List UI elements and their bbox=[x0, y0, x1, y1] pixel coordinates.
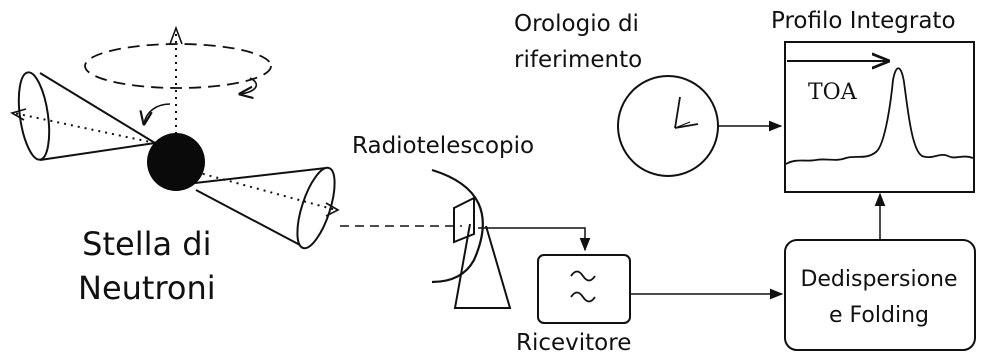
rotation-axis-arrowhead bbox=[169, 25, 183, 45]
dedispersion-label: Dedispersione e Folding bbox=[790, 262, 968, 334]
reference-clock bbox=[617, 75, 719, 177]
clock-label: Orologio di riferimento bbox=[514, 6, 642, 78]
rotation-path bbox=[84, 43, 272, 89]
radiotelescope-dish bbox=[431, 168, 512, 309]
clock-label-line1: Orologio di bbox=[514, 11, 639, 37]
rotation-arrow-right bbox=[240, 77, 258, 94]
toa-label: TOA bbox=[808, 80, 857, 105]
integrated-profile-box bbox=[784, 41, 975, 193]
left-radiation-cone bbox=[9, 71, 156, 161]
neutron-star-label-line2: Neutroni bbox=[78, 269, 216, 307]
neutron-star-label-line1: Stella di bbox=[82, 225, 212, 263]
neutron-star bbox=[147, 133, 205, 191]
profile-title: Profilo Integrato bbox=[771, 8, 956, 34]
clock-label-line2: riferimento bbox=[514, 47, 643, 73]
rotation-arrow-left bbox=[144, 103, 171, 124]
receiver-label: Ricevitore bbox=[516, 330, 632, 356]
right-radiation-cone bbox=[194, 166, 340, 250]
neutron-star-group bbox=[9, 25, 340, 250]
neutron-star-label: Stella di Neutroni bbox=[78, 222, 216, 310]
dedispersion-label-line2: e Folding bbox=[829, 303, 929, 328]
receiver-box bbox=[537, 254, 631, 324]
dedispersion-label-line1: Dedispersione bbox=[800, 267, 958, 292]
telescope-to-receiver-arrow bbox=[478, 227, 591, 252]
radiotelescope-label: Radiotelescopio bbox=[352, 133, 535, 159]
pulse-profile-curve bbox=[785, 67, 974, 165]
